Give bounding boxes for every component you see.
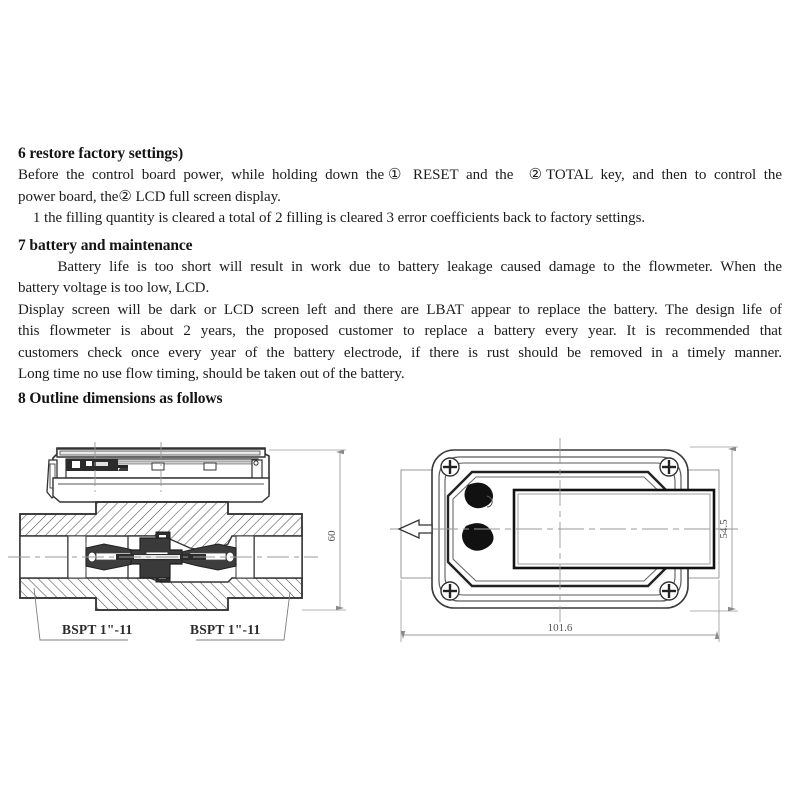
screw-icon xyxy=(440,457,460,477)
center-lines xyxy=(8,442,318,558)
screw-icon xyxy=(659,581,679,601)
section-6-heading: 6 restore factory settings) xyxy=(18,145,184,162)
screw-icon xyxy=(440,581,460,601)
dimension-label-54-5: 54.5 xyxy=(718,519,730,539)
dimension-label-60: 60 xyxy=(326,530,338,542)
button-reset[interactable] xyxy=(464,482,494,509)
corner-screws xyxy=(440,457,679,601)
section-7-line-5: customers check once every year of the b… xyxy=(18,344,782,361)
register-housing xyxy=(46,447,270,503)
electronics-detail xyxy=(66,459,128,471)
width-dimension-101-6: 101.6 xyxy=(400,580,720,642)
section-6-line-2: power board, the② LCD full screen displa… xyxy=(18,188,281,205)
bspt-annotations: BSPT 1"-11 BSPT 1"-11 xyxy=(33,587,291,641)
section-6-line-3: 1 the filling quantity is cleared a tota… xyxy=(18,210,646,226)
section-7-line-4: this flowmeter is about 2 years, the pro… xyxy=(18,323,782,339)
section-7-heading: 7 battery and maintenance xyxy=(18,236,193,254)
height-dimension-60: 60 xyxy=(269,449,346,611)
right-drawing-top-view: 101.6 54.5 xyxy=(390,438,738,642)
outline-dimension-drawings: 60 BSPT 1"-11 BSPT 1"-11 xyxy=(0,432,800,682)
flow-direction-arrow-icon xyxy=(397,518,433,540)
button-total[interactable] xyxy=(462,523,494,551)
section-7-line-3: Display screen will be dark or LCD scree… xyxy=(18,301,782,318)
section-7-line-6: Long time no use flow timing, should be … xyxy=(18,366,405,382)
section-7-line-1: Battery life is too short will result in… xyxy=(18,258,782,275)
meter-body xyxy=(19,501,303,611)
section-6-line-1: Before the control board power, while ho… xyxy=(18,167,782,183)
section-7-line-2: battery voltage is too low, LCD. xyxy=(18,280,210,296)
bspt-label-right: BSPT 1"-11 xyxy=(190,622,260,637)
document-body: 6 restore factory settings) Before the c… xyxy=(18,143,782,410)
push-buttons xyxy=(462,482,494,551)
center-lines xyxy=(390,438,738,622)
bspt-label-left: BSPT 1"-11 xyxy=(62,622,132,637)
left-drawing-cross-section: 60 BSPT 1"-11 BSPT 1"-11 xyxy=(8,442,346,641)
section-8-heading: 8 Outline dimensions as follows xyxy=(18,389,223,407)
screw-icon xyxy=(659,457,679,477)
dimension-label-101-6: 101.6 xyxy=(548,622,573,634)
height-dimension-54-5: 54.5 xyxy=(690,446,738,612)
